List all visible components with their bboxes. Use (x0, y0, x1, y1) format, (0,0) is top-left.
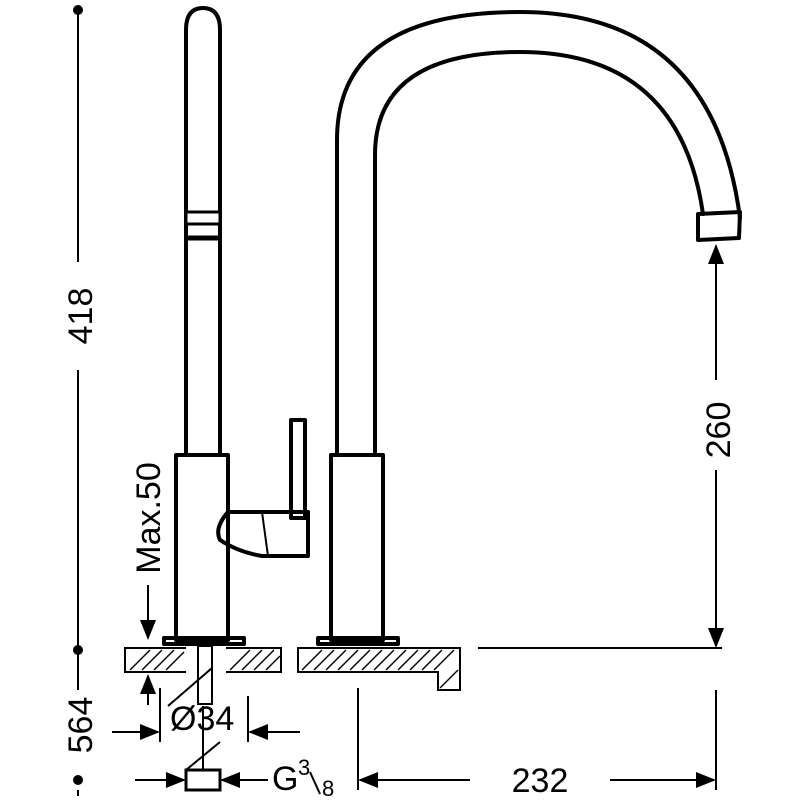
dimension-total-height: 418 (62, 288, 100, 345)
connector-fitting (184, 768, 222, 792)
dimension-dot-top (73, 5, 83, 15)
dimension-thread-denominator: 8 (322, 776, 334, 800)
dimension-max-counter: Max.50 (130, 462, 168, 574)
dimension-rail-left (73, 5, 83, 796)
dimension-spout-clearance: 260 (700, 402, 738, 459)
dimension-dot-counter (73, 645, 83, 655)
faucet-front-view (316, 10, 742, 646)
dimension-reach: 232 (512, 762, 569, 800)
countertop-left (124, 645, 282, 705)
dimension-under-counter: 564 (62, 697, 100, 754)
countertop-right (297, 647, 722, 691)
dimension-dot-bottom (73, 775, 83, 785)
dimension-thread-main: G (272, 760, 298, 798)
faucet-side-view (162, 6, 310, 646)
dimension-thread-numerator: 3 (298, 755, 310, 780)
